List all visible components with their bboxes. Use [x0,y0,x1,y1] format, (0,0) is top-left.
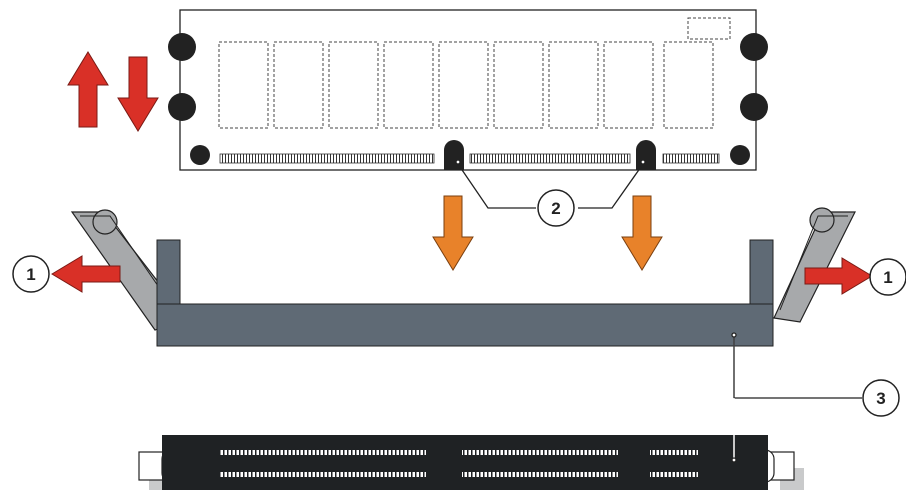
right-latch [773,207,856,323]
right-arrow-icon [804,257,873,295]
up-arrow-icon [67,51,109,128]
callout-3-leader [731,332,862,463]
insert-down-arrow-left-icon [432,195,474,271]
module-contacts-right [662,153,720,164]
module-corner-hole-right [730,145,750,165]
down-arrow-icon [117,56,159,132]
callout-1-right: 1 [869,258,906,296]
socket-body [156,303,774,347]
callout-3: 3 [862,379,900,417]
latch-open-arrows [51,255,873,295]
socket-top-view [138,435,804,490]
module-contacts-left [219,153,435,164]
memory-chips [218,17,731,129]
insert-arrows [432,195,663,271]
module-side-notch-right-top [740,33,768,61]
memory-module [168,9,768,171]
callout-2-label: 2 [551,199,560,218]
socket-post-right [749,239,774,306]
module-side-notch-right-bottom [740,93,768,121]
socket-post-left [156,239,181,306]
socket-front-view [156,239,774,347]
callout-1-left: 1 [12,255,50,293]
module-side-notch-left-top [168,33,196,61]
module-contacts-middle [469,153,631,164]
module-key-notch-left [444,140,464,170]
callout-2: 2 [537,189,575,227]
module-corner-hole-left [190,145,210,165]
callout-1-left-label: 1 [26,265,35,284]
callout-2-leaders [455,159,646,209]
socket-slot-body [162,435,768,490]
left-arrow-icon [51,255,121,293]
insert-down-arrow-right-icon [621,195,663,271]
module-orientation-arrows [67,51,159,132]
module-key-notch-right [636,140,656,170]
callout-1-right-label: 1 [883,268,892,287]
callout-3-label: 3 [876,389,885,408]
module-side-notch-left-bottom [168,93,196,121]
